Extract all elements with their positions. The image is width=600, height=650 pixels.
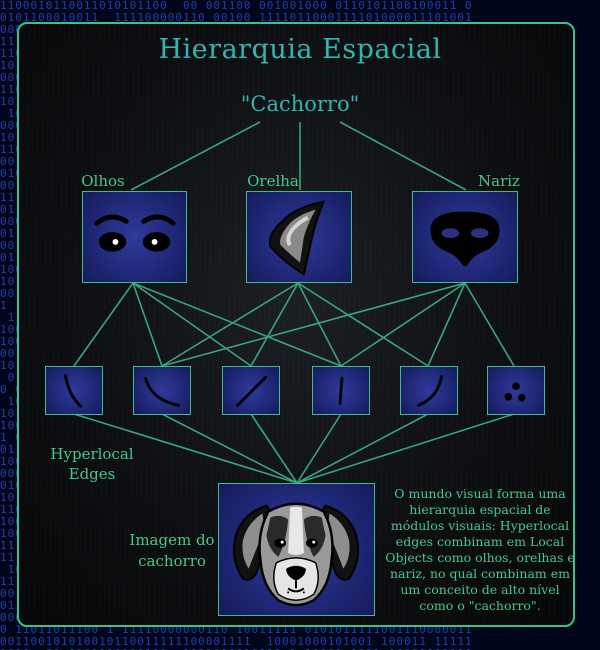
edge-box-4	[312, 366, 370, 415]
eyes-icon	[94, 214, 176, 252]
image-label: Imagem do cachorro	[117, 530, 227, 572]
ear-icon	[268, 200, 326, 276]
edges-label-line1: Hyperlocal	[50, 445, 134, 463]
diagonal-edge-icon	[236, 376, 267, 407]
edge-box-5	[400, 366, 458, 415]
curve-right-edge-icon	[417, 375, 443, 407]
image-label-line2: cachorro	[138, 552, 206, 570]
line-cachorro-nariz	[339, 121, 467, 191]
eyes-label: Olhos	[81, 172, 125, 190]
description-text: O mundo visual forma uma hierarquia espa…	[385, 486, 575, 613]
dog-face-icon	[232, 502, 360, 607]
dots-edge-icon	[504, 382, 526, 402]
dog-image-box	[218, 483, 375, 616]
nose-label: Nariz	[478, 172, 520, 190]
edge-box-3	[222, 366, 280, 415]
edge-box-2	[133, 366, 191, 415]
curve-edge-icon	[63, 374, 83, 408]
edges-label-line2: Edges	[68, 465, 116, 483]
edges-label: Hyperlocal Edges	[36, 444, 148, 484]
diagram-title: Hierarquia Espacial	[158, 34, 442, 65]
top-concept-label: "Cachorro"	[240, 92, 360, 116]
edge-box-1	[45, 366, 103, 415]
ear-box	[246, 191, 352, 283]
main-panel	[17, 22, 575, 627]
ear-label: Orelha	[247, 172, 299, 190]
image-label-line1: Imagem do	[129, 531, 215, 549]
vertical-edge-icon	[338, 377, 344, 405]
line-cachorro-olhos	[130, 121, 261, 191]
nose-icon	[430, 211, 500, 267]
nose-box	[412, 191, 518, 283]
arc-edge-icon	[144, 377, 180, 407]
edge-box-6	[487, 366, 545, 415]
eyes-box	[82, 191, 187, 283]
